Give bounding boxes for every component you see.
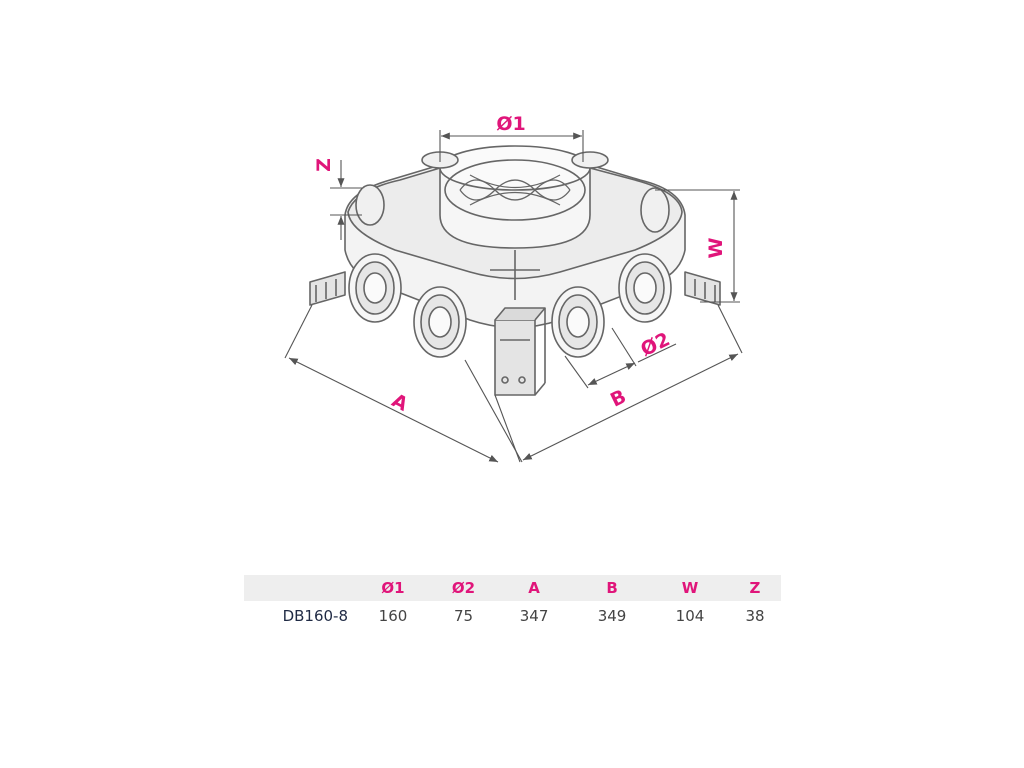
table-cell: 347 xyxy=(519,607,549,625)
spec-table-header-row: Ø1 Ø2 A B W Z xyxy=(244,575,781,601)
dim-label-b: B xyxy=(607,386,630,412)
column-header: Z xyxy=(728,575,781,601)
dim-label-w: W xyxy=(705,237,727,258)
outlet-front-right-2 xyxy=(618,253,672,323)
main-spigot xyxy=(439,145,591,249)
outlet-front-right-1 xyxy=(551,286,605,358)
dim-label-d1: Ø1 xyxy=(496,113,525,135)
side-outlet-left-rear xyxy=(355,184,385,226)
column-header: W xyxy=(651,575,729,601)
model-name: DB160-8 xyxy=(282,607,348,625)
column-header: Ø1 xyxy=(354,575,432,601)
outlet-front-left-1 xyxy=(348,253,402,323)
table-cell: 349 xyxy=(597,607,627,625)
right-mounting-bracket xyxy=(684,271,721,306)
column-header: B xyxy=(573,575,652,601)
side-outlet-right-rear xyxy=(640,187,670,233)
table-cell: 104 xyxy=(675,607,705,625)
dim-label-a: A xyxy=(388,390,411,416)
manifold-outline xyxy=(309,145,721,396)
table-cell: 160 xyxy=(378,607,408,625)
column-header: Ø2 xyxy=(431,575,496,601)
dim-label-d2: Ø2 xyxy=(637,328,673,361)
table-cell: 38 xyxy=(745,607,765,625)
table-row: DB160-8 160 75 347 349 104 38 xyxy=(244,601,781,631)
spec-table: Ø1 Ø2 A B W Z DB160-8 160 75 347 349 104… xyxy=(244,575,781,631)
column-header: A xyxy=(495,575,574,601)
outlet-front-left-2 xyxy=(413,286,467,358)
dimension-lines xyxy=(284,130,743,463)
column-header xyxy=(244,575,354,601)
dim-label-z: Z xyxy=(313,158,335,172)
table-cell: 75 xyxy=(453,607,474,625)
left-mounting-bracket xyxy=(309,271,346,306)
rear-outlet-right xyxy=(571,151,609,169)
